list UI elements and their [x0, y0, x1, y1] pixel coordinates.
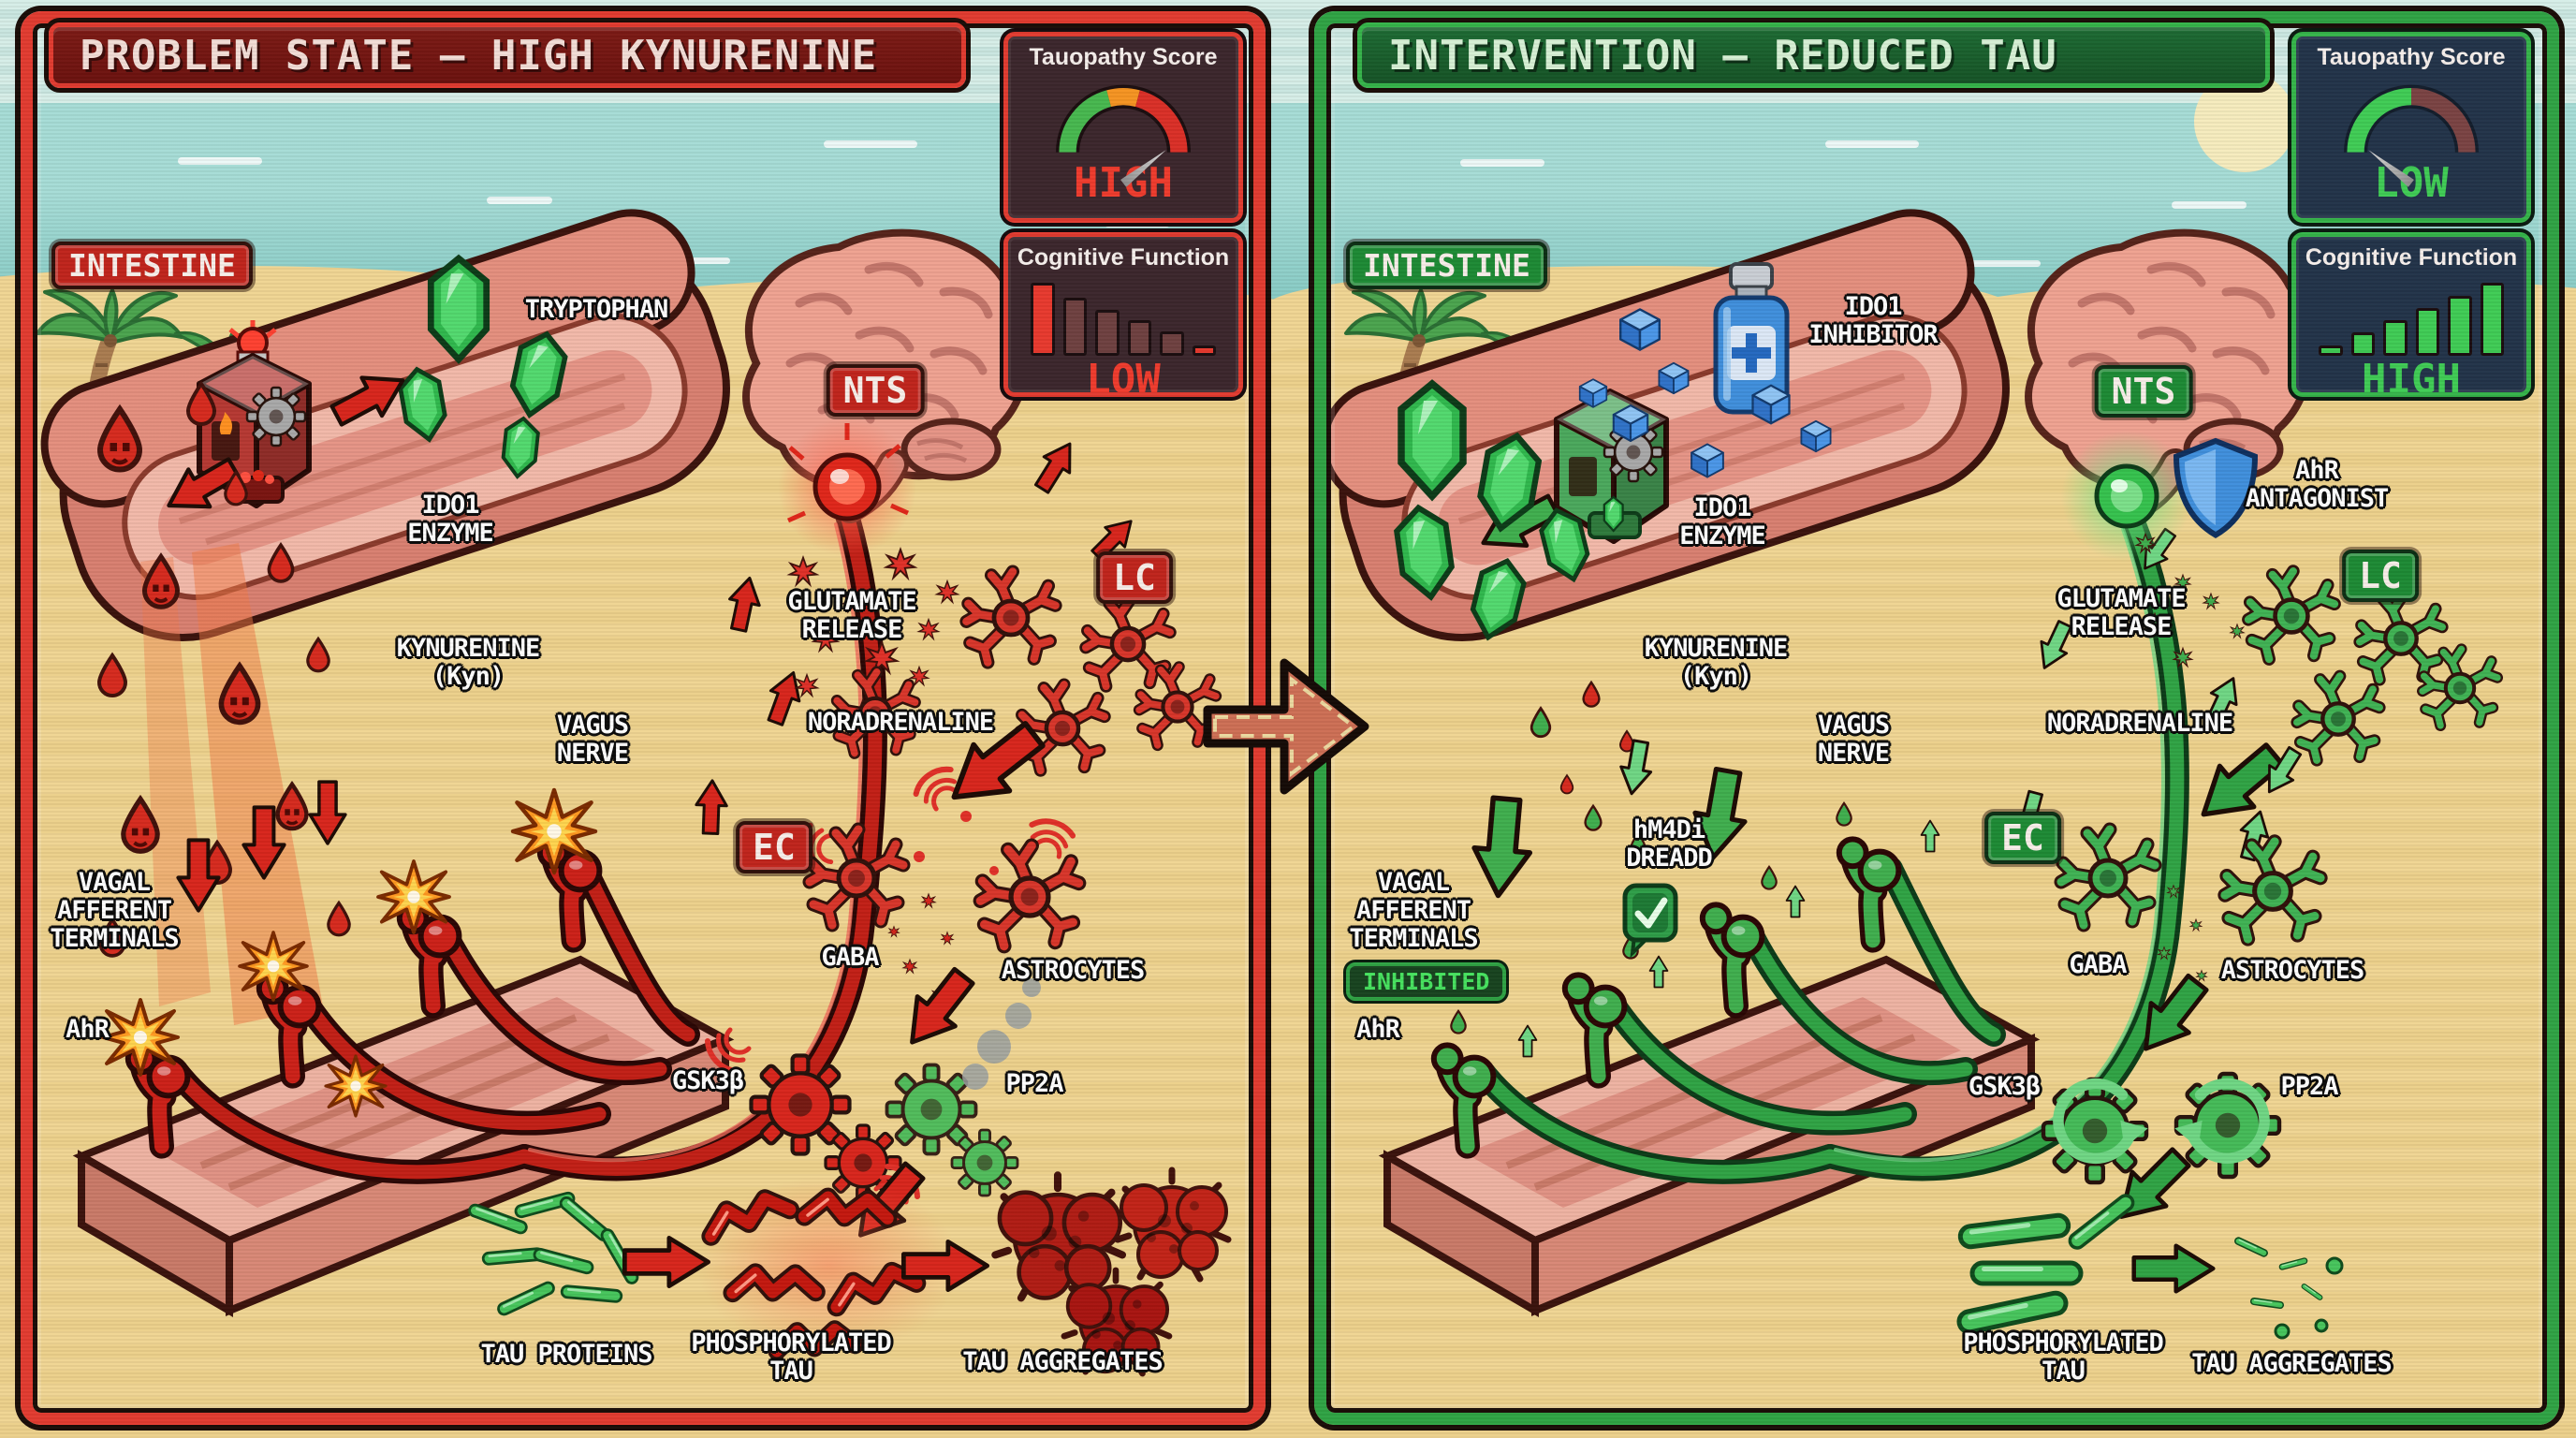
label-ido1-enzyme: IDO1 ENZYME: [407, 491, 494, 549]
label-ahr-antagonist: AhR ANTAGONIST: [2245, 456, 2390, 514]
nts-badge: NTS: [826, 364, 925, 417]
smoke-icon: [962, 978, 1041, 1090]
label-gaba: GABA: [2069, 950, 2127, 979]
problem-panel-title: PROBLEM STATE – HIGH KYNURENINE: [80, 31, 878, 80]
card-title: Tauopathy Score: [1029, 44, 1218, 70]
ido1-enzyme-machine-icon: [1557, 391, 1676, 541]
card-title: Cognitive Function: [1017, 244, 1230, 271]
label-ahr: AhR: [66, 1015, 110, 1044]
label-astrocytes: ASTROCYTES: [1001, 956, 1146, 985]
cognitive-value: LOW: [1086, 356, 1161, 397]
nts-green-glow-bulb: [2061, 431, 2192, 562]
noradrenaline-wave-arcs: [787, 765, 1078, 876]
cognitive-function-card: Cognitive Function LOW: [1003, 232, 1243, 397]
tauopathy-value: LOW: [2374, 159, 2449, 207]
cognitive-bars: [1031, 279, 1216, 356]
inhibited-badge: INHIBITED: [1346, 962, 1507, 1001]
label-kynurenine: KYNURENINE (Kyn): [396, 634, 541, 692]
ec-badge: EC: [736, 821, 812, 873]
ido1-enzyme-machine-icon: [199, 320, 319, 506]
label-noradrenaline: NORADRENALINE: [807, 708, 994, 737]
label-ahr: AhR: [1356, 1015, 1400, 1044]
label-gsk3b: GSK3β: [671, 1066, 744, 1095]
label-tau-aggregates: TAU AGGREGATES: [2191, 1349, 2393, 1378]
label-vagus-nerve: VAGUS NERVE: [1817, 711, 1890, 769]
card-title: Cognitive Function: [2305, 244, 2518, 271]
sun-icon: [2194, 71, 2295, 172]
label-glutamate-release: GLUTAMATE RELEASE: [787, 587, 916, 645]
tau-fragment-icons: [2232, 1236, 2344, 1340]
label-phosphorylated-tau: PHOSPHORYLATED TAU: [1963, 1328, 2164, 1387]
label-vagal-afferent-terminals: VAGAL AFFERENT TERMINALS: [50, 868, 179, 954]
problem-panel-art: [29, 198, 1228, 1373]
label-tryptophan: TRYPTOPHAN: [524, 295, 669, 324]
gauge-green-zone: [2347, 88, 2412, 153]
gauge-red-zone: [1134, 90, 1188, 153]
intervention-panel-banner: INTERVENTION – REDUCED TAU: [1357, 22, 2270, 88]
label-kynurenine: KYNURENINE (Kyn): [1644, 634, 1789, 692]
nts-glow-bulb: [778, 418, 916, 556]
tauopathy-gauge: [2296, 73, 2526, 163]
problem-panel-banner: PROBLEM STATE – HIGH KYNURENINE: [49, 22, 966, 88]
tauopathy-score-card: Tauopathy Score LOW: [2291, 32, 2531, 223]
transition-arrow-right-icon: [1203, 658, 1369, 795]
ec-badge: EC: [1984, 812, 2061, 864]
kynurenine-stream: [192, 543, 323, 1025]
tauopathy-score-card: Tauopathy Score HIGH: [1003, 32, 1243, 223]
cognitive-value: HIGH: [2362, 356, 2461, 397]
intestine-badge: INTESTINE: [1346, 242, 1547, 289]
gauge-green-zone: [1059, 90, 1112, 153]
label-tau-aggregates: TAU AGGREGATES: [962, 1347, 1164, 1376]
label-vagus-nerve: VAGUS NERVE: [556, 711, 629, 769]
label-pp2a: PP2A: [1005, 1069, 1063, 1098]
gauge-orange-zone: [1106, 88, 1140, 108]
label-phosphorylated-tau: PHOSPHORYLATED TAU: [691, 1328, 892, 1387]
ido1-inhibitor-vial-icon: [1713, 262, 1790, 415]
lc-badge: LC: [1096, 551, 1173, 604]
intestine-badge: INTESTINE: [51, 242, 253, 289]
label-noradrenaline: NORADRENALINE: [2046, 709, 2233, 738]
ahr-antagonist-shield-icon: [2173, 437, 2259, 538]
lc-badge: LC: [2342, 550, 2419, 602]
gauge-darkred-zone: [2410, 88, 2476, 153]
label-pp2a: PP2A: [2280, 1072, 2338, 1101]
label-vagal-afferent-terminals: VAGAL AFFERENT TERMINALS: [1349, 868, 1478, 954]
label-tau-proteins: TAU PROTEINS: [480, 1340, 652, 1369]
label-gaba: GABA: [821, 943, 879, 972]
label-ido1-inhibitor: IDO1 INHIBITOR: [1808, 292, 1938, 350]
tauopathy-gauge: [1008, 73, 1238, 163]
label-astrocytes: ASTROCYTES: [2220, 956, 2365, 985]
label-hm4di-dreadd: hM4Di DREADD: [1626, 815, 1713, 873]
label-gsk3b: GSK3β: [1968, 1072, 2041, 1101]
intervention-panel-art: [1309, 198, 2497, 1340]
vagus-nerve-green: [1471, 507, 2189, 1184]
cognitive-bars: [2319, 279, 2504, 356]
card-title: Tauopathy Score: [2317, 44, 2506, 70]
label-glutamate-release: GLUTAMATE RELEASE: [2056, 584, 2186, 642]
label-ido1-enzyme: IDO1 ENZYME: [1679, 493, 1766, 551]
intervention-panel-title: INTERVENTION – REDUCED TAU: [1388, 31, 2057, 80]
nts-badge: NTS: [2094, 365, 2193, 418]
hm4di-check-badge-icon: [1622, 883, 1678, 959]
cognitive-function-card: Cognitive Function HIGH: [2291, 232, 2531, 397]
